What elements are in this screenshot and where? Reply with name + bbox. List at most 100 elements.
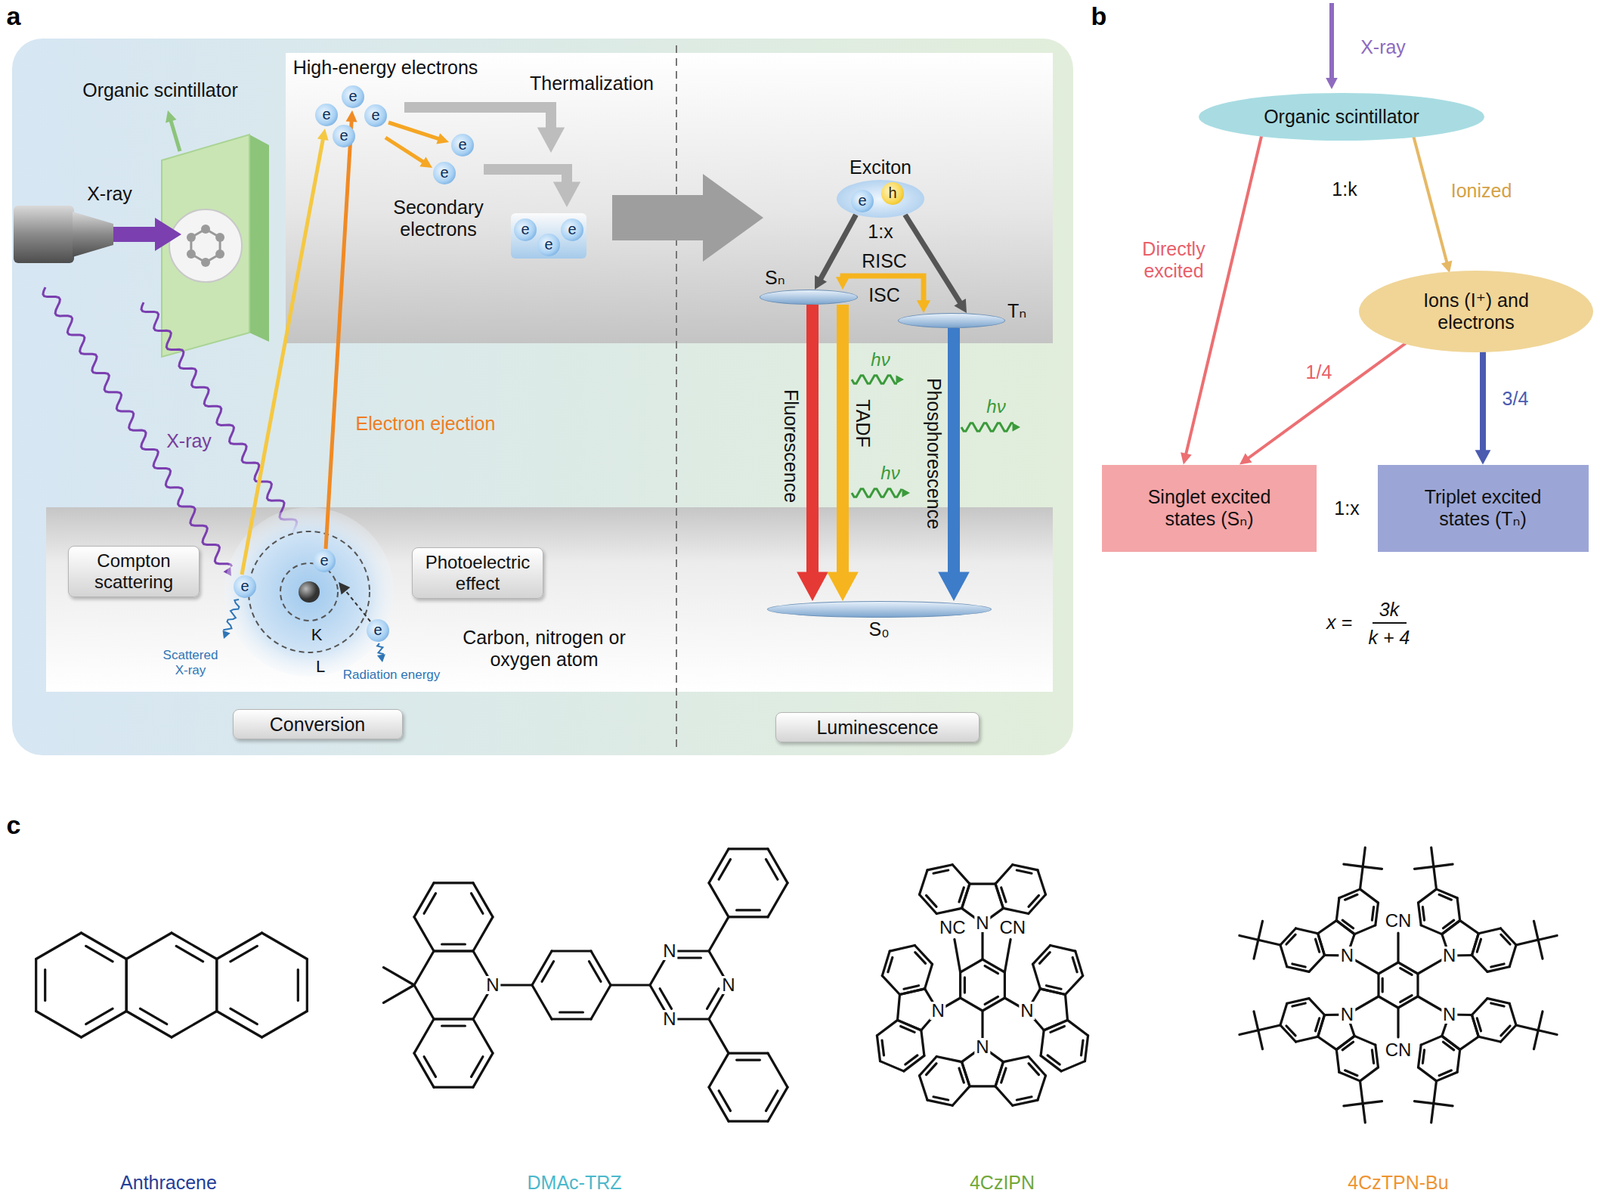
bond xyxy=(1538,935,1557,941)
bond xyxy=(1033,945,1051,965)
k-shell xyxy=(280,563,338,621)
electron: e xyxy=(433,161,456,185)
bond xyxy=(1037,1075,1047,1100)
bond xyxy=(1253,1011,1259,1031)
radiation-wave xyxy=(377,643,384,654)
bond xyxy=(1292,1002,1306,1006)
text-label: Radiation energy xyxy=(343,667,441,683)
bond xyxy=(1286,1025,1296,1036)
node-text: S₀ xyxy=(868,618,889,641)
bond xyxy=(1028,894,1047,913)
atom-symbol: N xyxy=(974,1037,991,1056)
bond xyxy=(959,887,964,902)
bond xyxy=(1422,906,1424,921)
bond xyxy=(1037,869,1047,895)
bond xyxy=(984,996,998,1004)
photon-head xyxy=(896,374,905,384)
bond xyxy=(1040,1030,1044,1056)
energy-well xyxy=(510,213,587,259)
scattered-wave-head xyxy=(222,630,231,639)
bond xyxy=(1354,925,1376,935)
bond xyxy=(1360,1067,1379,1081)
state-box: Triplet excited states (Tₙ) xyxy=(1377,464,1589,552)
bond xyxy=(897,994,901,1021)
electron: e xyxy=(366,618,390,642)
bond xyxy=(433,1017,474,1020)
bond xyxy=(1460,1036,1480,1050)
bond xyxy=(888,957,893,972)
thermalization-arrow-head xyxy=(537,126,565,153)
bond xyxy=(1442,920,1461,935)
electron: e xyxy=(560,218,584,242)
bond xyxy=(718,859,731,880)
ejection-arrow-head xyxy=(317,128,329,141)
bond xyxy=(591,984,611,1019)
bond xyxy=(34,959,38,1012)
bond xyxy=(914,945,932,965)
bond xyxy=(1538,1011,1543,1031)
scattered-wave xyxy=(222,599,239,630)
electron: e xyxy=(315,103,338,127)
bond xyxy=(36,1011,82,1038)
bond xyxy=(1360,1080,1364,1104)
bond xyxy=(423,893,436,914)
bond xyxy=(414,916,434,951)
electron: e xyxy=(332,124,356,148)
text-label: X-ray xyxy=(86,182,133,205)
bond xyxy=(1472,998,1489,1016)
bond xyxy=(1442,920,1461,935)
bond xyxy=(433,881,474,884)
bond xyxy=(1457,1049,1461,1072)
connector-head xyxy=(796,572,829,601)
node-text: Conversion xyxy=(269,713,366,736)
bond xyxy=(414,984,434,1019)
bond xyxy=(1418,902,1422,926)
bond xyxy=(677,956,702,959)
bond xyxy=(1336,897,1340,921)
atom-symbol: CN xyxy=(997,918,1028,937)
bond xyxy=(1371,1049,1374,1064)
bond xyxy=(1442,1035,1461,1050)
photon-head xyxy=(1012,422,1022,432)
bond xyxy=(728,1051,768,1054)
process-arrow xyxy=(612,173,764,262)
bond xyxy=(1431,1103,1434,1123)
edge-label: 1/4 xyxy=(1305,361,1333,384)
bond xyxy=(1040,1055,1062,1071)
bond xyxy=(551,1017,592,1020)
bond xyxy=(1315,1018,1320,1031)
bond xyxy=(876,1035,880,1062)
panel-background xyxy=(12,38,1074,756)
lower-panel xyxy=(46,507,1053,692)
text-label: Thermalization xyxy=(529,72,654,95)
bond xyxy=(889,945,915,952)
bond xyxy=(926,1063,938,1075)
bond xyxy=(919,1075,929,1100)
bond xyxy=(171,1011,217,1038)
bond xyxy=(659,988,672,1009)
bond xyxy=(959,1067,964,1083)
bond xyxy=(433,1085,474,1088)
bond xyxy=(560,1010,584,1013)
bond xyxy=(1318,920,1337,934)
bond xyxy=(708,916,729,951)
bond xyxy=(707,988,719,1009)
bond xyxy=(541,961,554,982)
bond xyxy=(1472,955,1489,972)
bond xyxy=(1016,869,1032,873)
connector xyxy=(1413,134,1453,274)
bond xyxy=(708,882,729,917)
bond xyxy=(1378,962,1399,974)
electron: e xyxy=(233,575,257,598)
bond xyxy=(433,949,474,952)
atom-symbol: N xyxy=(1441,946,1458,965)
section-tab: Conversion xyxy=(232,708,403,740)
bond xyxy=(532,984,552,1019)
edge-label: TADF xyxy=(852,399,875,447)
text-label: L xyxy=(315,656,325,676)
photon xyxy=(851,488,902,497)
atom-symbol: N xyxy=(484,975,501,994)
process-button: Photoelectric effect xyxy=(411,547,544,598)
